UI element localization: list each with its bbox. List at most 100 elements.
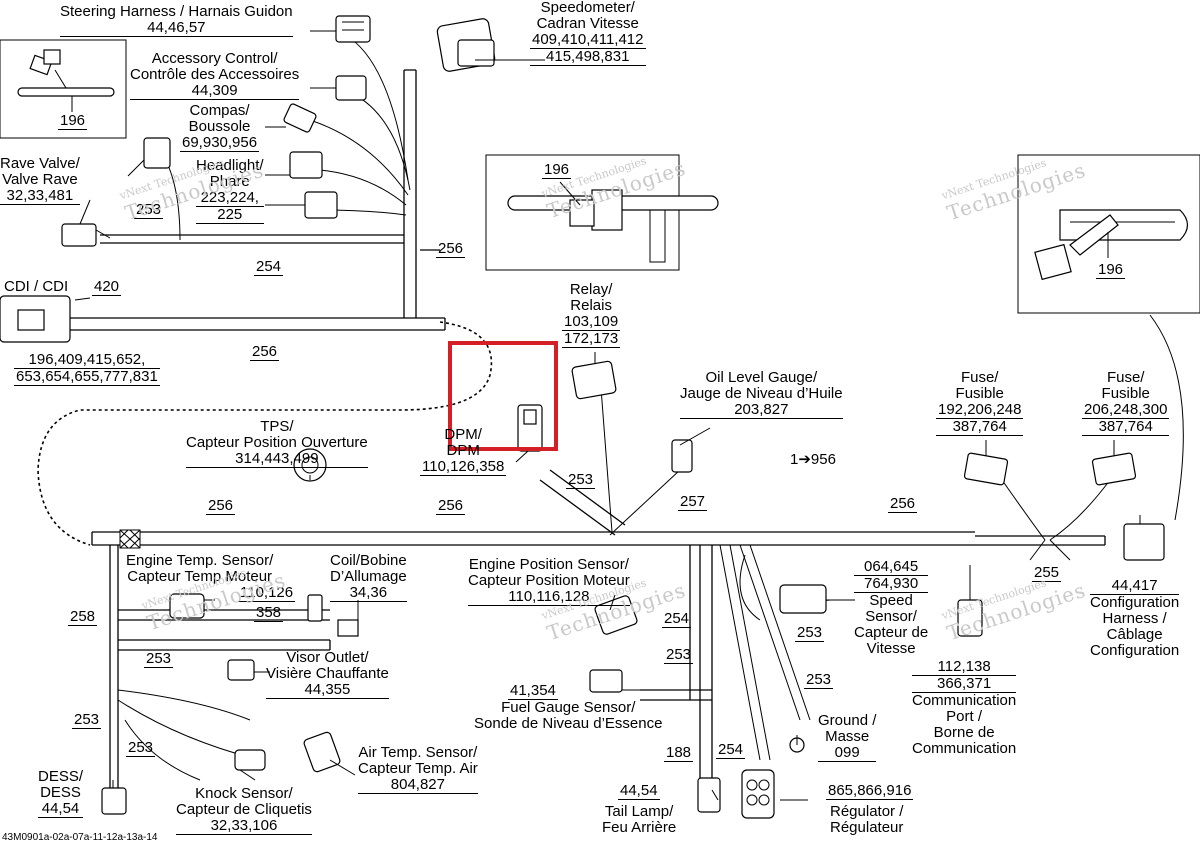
rave-connector-top: [143, 137, 171, 169]
comm-line-1: Communication: [912, 692, 1017, 709]
figure-code: 43M0901a-02a-07a-11-12a-13a-14: [2, 832, 158, 843]
speedometer-subtitle: Cadran Vitesse: [536, 15, 639, 32]
accessory-pages: 44,309: [130, 83, 300, 100]
knock-subtitle: Capteur de Cliquetis: [176, 801, 312, 818]
detail-box-center: [485, 154, 680, 271]
accessory-title: Accessory Control/: [151, 50, 278, 67]
airtemp-pages: 804,827: [358, 777, 478, 794]
ground-subtitle: Masse: [825, 728, 870, 745]
detail-left-harness: [17, 49, 115, 112]
fuse-connector-1: [963, 452, 1009, 486]
accessory-label: Accessory Control/Contrôle des Accessoir…: [130, 50, 300, 100]
detail-box-left: [0, 39, 127, 139]
engpos-pages: 110,116,128: [468, 589, 630, 606]
dess-title: DESS/: [38, 768, 84, 785]
fuelgauge-label: Fuel Gauge Sensor/Sonde de Niveau d’Esse…: [474, 700, 662, 732]
wire-number-256e: 256: [888, 495, 918, 513]
speedometer-connector: [436, 18, 496, 72]
compass-pages: 69,930,956: [180, 134, 260, 152]
relay-pages-1: 103,109: [562, 313, 621, 331]
ground-title: Ground /: [818, 712, 877, 729]
fuse1-pages-1: 192,206,248: [936, 401, 1024, 419]
config-connector: [1123, 523, 1165, 561]
oil-pages: 203,827: [680, 402, 843, 419]
compass-subtitle: Boussole: [188, 118, 251, 135]
fuelgauge-title: Fuel Gauge Sensor/: [501, 699, 636, 716]
dpm-title: DPM/: [444, 426, 482, 443]
comm-line-4: Communication: [912, 740, 1017, 757]
engpos-subtitle: Capteur Position Moteur: [468, 572, 630, 589]
headlight-pages-1: 223,224,: [196, 190, 264, 207]
knock-title: Knock Sensor/: [195, 785, 293, 802]
wire-number-253d: 253: [795, 624, 825, 642]
engtemp-title: Engine Temp. Sensor/: [126, 552, 274, 569]
accessory-connector: [335, 75, 367, 101]
config-line-2: Harness /: [1102, 610, 1167, 627]
wire-number-253e: 253: [664, 646, 694, 664]
regulator-connector: [741, 769, 775, 819]
coil-pages: 34,36: [330, 585, 407, 602]
tps-connector: [293, 448, 327, 482]
visor-connector: [227, 659, 255, 681]
fuse1-pages-2: 387,764: [936, 419, 1024, 436]
wire-number-254a: 254: [254, 258, 284, 276]
rave-connector-bottom: [61, 223, 111, 247]
coil-connector: [307, 594, 359, 637]
fuse1-subtitle: Fusible: [955, 385, 1004, 402]
wire-number-188: 188: [664, 744, 694, 762]
taillamp-connector: [697, 777, 721, 813]
airtemp-subtitle: Capteur Temp. Air: [358, 760, 478, 777]
steering-title: Steering Harness / Harnais Guidon: [60, 3, 293, 20]
wire-number-253a: 253: [134, 201, 164, 219]
config-line-4: Configuration: [1090, 642, 1180, 659]
fuse2-pages-1: 206,248,300: [1082, 401, 1170, 419]
speed-pages-2: 764,930: [854, 576, 929, 593]
wire-number-256b: 256: [250, 343, 280, 361]
engtemp-subtitle: Capteur Temp Moteur: [127, 568, 273, 585]
engtemp-pages-1: 110,126: [238, 584, 296, 602]
wire-number-253c: 253: [144, 650, 174, 668]
detail-center-harness: [507, 181, 719, 263]
cdi-pages-2: 653,654,655,777,831: [14, 368, 160, 386]
headlight-pages-2: 225: [196, 207, 264, 224]
coil-title: Coil/Bobine: [330, 552, 407, 569]
wire-number-196a: 196: [58, 112, 88, 130]
detail-right-harness: [1034, 209, 1189, 281]
speed-line-1: Speed: [869, 592, 913, 609]
oil-title: Oil Level Gauge/: [705, 369, 818, 386]
wire-number-253h: 253: [126, 739, 156, 757]
fuelgauge-connector: [589, 669, 623, 693]
speed-pages-1: 064,645: [854, 559, 929, 576]
visor-pages: 44,355: [266, 682, 389, 699]
comm-pages-1: 112,138: [912, 659, 1017, 676]
steering-connector: [335, 15, 371, 43]
relay-subtitle: Relais: [570, 297, 612, 314]
wire-number-253b: 253: [566, 471, 596, 489]
visor-subtitle: Visière Chauffante: [266, 665, 389, 682]
tps-subtitle: Capteur Position Ouverture: [186, 434, 368, 451]
headlight-subtitle: Phare: [209, 173, 250, 190]
speedometer-title: Speedometer/: [540, 0, 635, 16]
fuse1-title: Fuse/: [960, 369, 999, 386]
knock-connector: [234, 749, 266, 771]
wire-number-196c: 196: [1096, 261, 1126, 279]
wire-number-196b: 196: [542, 161, 572, 179]
engtemp-connector: [169, 593, 205, 619]
config-pages: 44,417: [1090, 578, 1180, 595]
wire-number-254b: 254: [662, 610, 692, 628]
oil-subtitle: Jauge de Niveau d’Huile: [680, 385, 843, 402]
speed-line-3: Capteur de: [854, 624, 929, 641]
